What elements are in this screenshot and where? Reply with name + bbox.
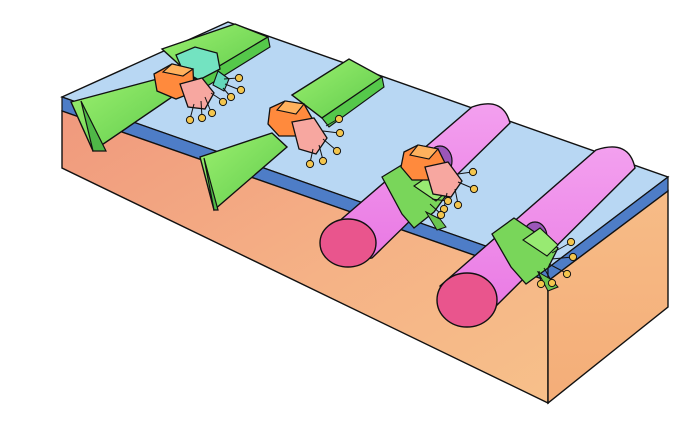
protein-cluster-center bbox=[267, 100, 345, 169]
cylinder-center-end-cap bbox=[319, 218, 377, 268]
wing-center-front-edge bbox=[203, 157, 219, 211]
sleeve-right-top bbox=[522, 227, 559, 257]
cluster-left-orange-top bbox=[161, 63, 195, 77]
cluster-center-salmon-body bbox=[291, 117, 328, 155]
cluster-left-salmon-body bbox=[179, 77, 215, 110]
cylinder-right-end-cap bbox=[436, 272, 498, 328]
protein-cluster-left bbox=[153, 46, 246, 125]
sleeve-right-beads bbox=[536, 237, 578, 289]
cluster-right-salmon-body bbox=[424, 161, 463, 198]
sleeve-right-main bbox=[491, 217, 559, 285]
sleeve-center-beads bbox=[436, 196, 453, 220]
slab-side-body bbox=[547, 189, 669, 405]
sleeve-center-tab bbox=[424, 210, 447, 231]
cluster-right-orange-top bbox=[409, 144, 440, 160]
cluster-left-teal-lobe bbox=[212, 70, 230, 92]
protein-cluster-right bbox=[400, 144, 479, 214]
wing-center-front-surface bbox=[199, 132, 289, 212]
wing-left-front-edge bbox=[80, 100, 107, 152]
cluster-center-beads bbox=[305, 114, 345, 169]
wing-center-back-edge bbox=[321, 76, 385, 128]
cluster-center-orange-top bbox=[275, 100, 306, 115]
green-wing-center bbox=[199, 58, 385, 212]
cluster-left-beads bbox=[185, 73, 246, 125]
